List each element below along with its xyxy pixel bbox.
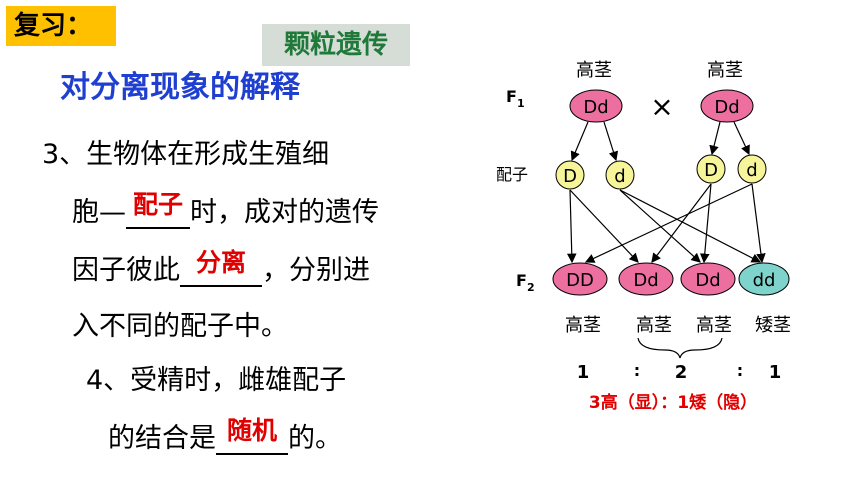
gamete-allele: D [563, 166, 577, 187]
offspring-node [618, 262, 674, 296]
answer-blank-random: 随机 [216, 416, 288, 455]
ratio-summary: 3高（显）：1矮（隐） [589, 392, 757, 413]
inheritance-arrow [566, 189, 577, 264]
point-3-line-4: 入不同的配子中。 [72, 311, 288, 342]
text-segment: 的结合是 [108, 423, 216, 454]
offspring-node [552, 262, 608, 296]
text-segment: 胞— [72, 197, 126, 228]
gamete-node [696, 154, 726, 184]
topic-label: 颗粒遗传 [262, 24, 410, 66]
offspring-genotype: Dd [695, 270, 720, 291]
offspring-genotype: dd [753, 270, 776, 291]
ratio-colon: : [737, 361, 743, 380]
review-badge: 复习： [6, 6, 116, 46]
inheritance-arrow [699, 183, 712, 264]
offspring-phenotype: 高茎 [636, 315, 672, 336]
inheritance-arrow [584, 183, 753, 263]
gamete-row-label: 配子 [496, 165, 528, 184]
inheritance-arrow [619, 189, 762, 263]
parent-phenotype-left: 高茎 [576, 60, 612, 81]
inheritance-arrow [619, 189, 701, 263]
f1-label: F [506, 87, 517, 106]
answer-text: 随机 [226, 416, 277, 445]
offspring-genotype: Dd [633, 270, 658, 291]
offspring-phenotype: 矮茎 [755, 315, 791, 336]
inheritance-arrows [566, 121, 766, 264]
point-3-line-1: 3、生物体在形成生殖细 [42, 139, 330, 170]
inheritance-arrow [733, 121, 750, 156]
parent-phenotype-right: 高茎 [707, 60, 743, 81]
inheritance-arrow [651, 183, 712, 263]
gamete-node [737, 154, 767, 184]
point-4-line-2: 的结合是随机的。 [108, 416, 342, 455]
offspring-phenotype: 高茎 [696, 315, 732, 336]
inheritance-arrow [709, 121, 721, 156]
gamete-node [605, 160, 635, 190]
point-3-line-2: 胞—配子时，成对的遗传 [72, 190, 379, 229]
f2-subscript: 2 [527, 281, 535, 294]
gamete-allele: D [704, 160, 718, 181]
parent-right-genotype: Dd [714, 97, 739, 118]
parent-left-node [569, 89, 623, 123]
gamete-allele: d [614, 166, 625, 187]
answer-text: 配子 [132, 190, 183, 219]
ratio-colon: : [634, 361, 640, 380]
ratio-number: 2 [675, 362, 688, 383]
inheritance-arrow [603, 121, 619, 162]
parent-left-genotype: Dd [583, 97, 608, 118]
ratio-number: 1 [769, 362, 782, 383]
text-segment: 的。 [288, 423, 342, 454]
gamete-node [555, 160, 585, 190]
answer-blank-separate: 分离 [180, 248, 262, 287]
inheritance-arrow [570, 121, 589, 162]
section-heading: 对分离现象的解释 [60, 70, 300, 105]
offspring-node [680, 262, 736, 296]
text-segment: 时，成对的遗传 [190, 197, 379, 228]
offspring-phenotype: 高茎 [565, 315, 601, 336]
gamete-allele: d [746, 160, 757, 181]
offspring-node [738, 262, 790, 296]
parent-right-node [700, 89, 754, 123]
point-3-line-3: 因子彼此分离 ，分别进 [72, 248, 370, 287]
group-brace [637, 337, 723, 359]
answer-blank-gamete: 配子 [126, 190, 190, 229]
point-4-line-1: 4、受精时，雌雄配子 [86, 365, 347, 396]
inheritance-arrow [569, 189, 639, 263]
inheritance-arrow [751, 183, 766, 264]
f1-subscript: 1 [517, 97, 525, 110]
offspring-genotype: DD [566, 270, 594, 291]
ratio-number: 1 [577, 362, 590, 383]
answer-text: 分离 [195, 248, 246, 277]
text-segment: ，分别进 [262, 255, 370, 286]
text-segment: 因子彼此 [72, 255, 180, 286]
f2-label: F [516, 271, 527, 290]
cross-symbol: × [650, 90, 673, 123]
